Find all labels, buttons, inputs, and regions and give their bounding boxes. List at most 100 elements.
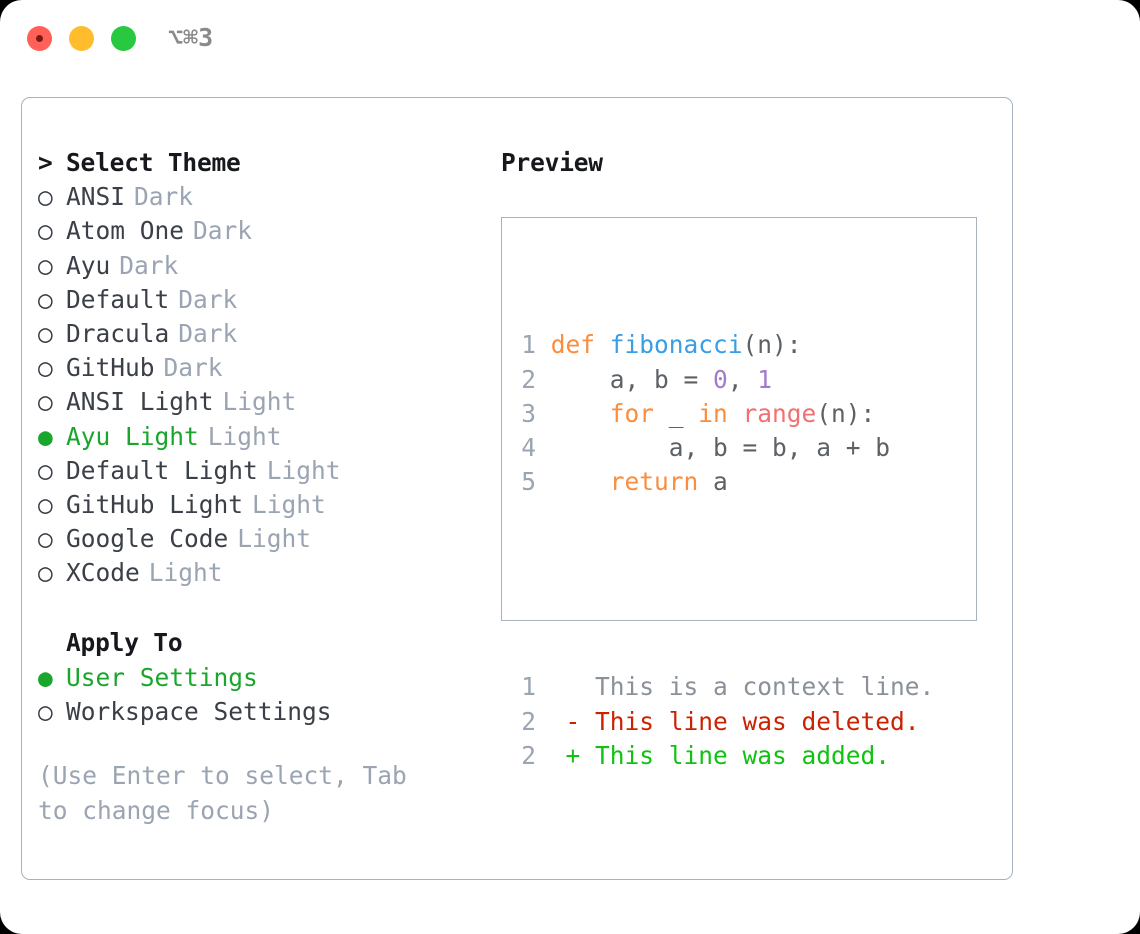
code-token bbox=[551, 467, 610, 496]
code-line-number: 5 bbox=[521, 467, 536, 497]
radio-unselected-icon[interactable]: ○ bbox=[38, 455, 53, 485]
code-token: def bbox=[550, 330, 610, 360]
theme-option-kind-badge: Light bbox=[222, 387, 297, 417]
radio-selected-icon[interactable]: ● bbox=[38, 421, 53, 451]
theme-option-github-light[interactable]: ○ GitHub Light Light bbox=[38, 488, 488, 522]
apply-to-heading: o Apply To bbox=[38, 626, 488, 660]
theme-option-kind-badge: Light bbox=[148, 558, 223, 588]
theme-option-ansi[interactable]: ○ ANSI Dark bbox=[38, 180, 488, 214]
theme-option-kind-badge: Dark bbox=[178, 284, 238, 314]
zoom-window-button[interactable] bbox=[111, 26, 136, 51]
theme-option-label: XCode bbox=[66, 558, 140, 588]
code-token: fibonacci bbox=[609, 330, 743, 360]
code-token bbox=[551, 399, 610, 428]
theme-option-kind-badge: Light bbox=[252, 489, 326, 519]
radio-unselected-icon[interactable]: ○ bbox=[38, 558, 53, 588]
code-diff-separator bbox=[519, 568, 934, 602]
code-line-number: 3 bbox=[521, 398, 536, 428]
theme-option-kind-badge: Light bbox=[266, 455, 341, 485]
radio-unselected-icon[interactable]: ○ bbox=[38, 216, 53, 246]
diff-line-number: 1 bbox=[521, 672, 536, 702]
theme-option-kind-badge: Light bbox=[207, 421, 282, 451]
title-bar: ⌥⌘3 bbox=[0, 0, 1140, 78]
radio-unselected-icon[interactable]: ○ bbox=[38, 284, 53, 314]
code-line: 2 a, b = 0, 1 bbox=[519, 363, 934, 397]
theme-option-ayu[interactable]: ○ Ayu Dark bbox=[38, 249, 488, 283]
apply-to-option-workspace-settings[interactable]: ○Workspace Settings bbox=[38, 695, 488, 729]
radio-unselected-icon[interactable]: ○ bbox=[38, 489, 53, 519]
preview-title: Preview bbox=[501, 148, 603, 177]
code-line-number: 2 bbox=[521, 364, 536, 394]
theme-option-label: GitHub Light bbox=[66, 489, 244, 519]
radio-unselected-icon[interactable]: ○ bbox=[38, 696, 53, 726]
diff-line: 2 - This line was deleted. bbox=[519, 705, 934, 739]
code-gutter-gap bbox=[536, 363, 551, 397]
theme-option-ayu-light[interactable]: ● Ayu Light Light bbox=[38, 420, 488, 454]
theme-option-label: Ayu bbox=[66, 250, 111, 280]
diff-line: 2 + This line was added. bbox=[519, 739, 934, 773]
code-token: a, b = bbox=[550, 364, 713, 394]
apply-to-title: Apply To bbox=[66, 628, 183, 658]
theme-option-kind-badge: Dark bbox=[119, 250, 179, 280]
theme-option-label: GitHub bbox=[66, 353, 155, 383]
diff-line-text: This is a context line. bbox=[536, 672, 935, 702]
code-token: , bbox=[727, 364, 758, 394]
radio-selected-icon[interactable]: ● bbox=[38, 662, 53, 692]
select-theme-title: Select Theme bbox=[66, 148, 241, 177]
theme-option-google-code[interactable]: ○ Google Code Light bbox=[38, 522, 488, 556]
preview-column: Preview 1 def fibonacci(n):2 a, b = 0, 1… bbox=[501, 146, 991, 770]
theme-option-github[interactable]: ○ GitHub Dark bbox=[38, 351, 488, 385]
keyboard-shortcut-label: ⌥⌘3 bbox=[168, 23, 214, 52]
code-token: in bbox=[698, 398, 728, 428]
theme-option-xcode[interactable]: ○ XCode Light bbox=[38, 556, 488, 590]
diff-line-number: 2 bbox=[521, 740, 536, 770]
code-token: _ bbox=[653, 398, 699, 428]
apply-to-option-user-settings[interactable]: ● User Settings bbox=[38, 661, 488, 695]
theme-option-label: Ayu Light bbox=[66, 421, 199, 451]
theme-option-kind-badge: Dark bbox=[193, 216, 253, 246]
diff-line-text: + This line was added. bbox=[536, 740, 891, 770]
diff-line-number: 2 bbox=[521, 706, 536, 736]
code-line: 5 return a bbox=[519, 465, 934, 499]
code-token: 0 bbox=[712, 364, 728, 394]
radio-unselected-icon[interactable]: ○ bbox=[38, 524, 53, 554]
close-window-button[interactable] bbox=[27, 26, 52, 51]
code-token: a bbox=[698, 467, 728, 497]
code-gutter-gap bbox=[536, 465, 551, 499]
radio-unselected-icon[interactable]: ○ bbox=[38, 182, 53, 212]
radio-unselected-icon[interactable]: ○ bbox=[38, 387, 53, 417]
radio-unselected-icon[interactable]: ○ bbox=[38, 250, 53, 280]
theme-option-label: Default bbox=[66, 284, 170, 314]
theme-option-kind-badge: Dark bbox=[134, 182, 194, 212]
radio-unselected-icon[interactable]: ○ bbox=[38, 353, 53, 383]
theme-option-kind-badge: Light bbox=[237, 524, 312, 554]
code-line-number: 4 bbox=[521, 432, 536, 462]
theme-option-default[interactable]: ○ Default Dark bbox=[38, 283, 488, 317]
diff-sample-block: 1 This is a context line.2 - This line w… bbox=[519, 670, 934, 773]
theme-option-label: ANSI bbox=[66, 182, 126, 212]
theme-option-label: Google Code bbox=[66, 524, 229, 554]
code-token: 1 bbox=[757, 364, 772, 394]
code-token: (n): bbox=[816, 398, 876, 428]
minimize-window-button[interactable] bbox=[69, 26, 94, 51]
apply-to-option-label: User Settings bbox=[66, 662, 258, 692]
apply-to-indent: o bbox=[38, 626, 66, 660]
code-token: for bbox=[609, 398, 654, 428]
focus-caret-icon: > bbox=[38, 148, 53, 177]
radio-unselected-icon[interactable]: ○ bbox=[38, 318, 53, 348]
code-token bbox=[728, 399, 743, 428]
code-line: 3 for _ in range(n): bbox=[519, 397, 934, 431]
apply-to-option-list: ● User Settings○Workspace Settings bbox=[38, 661, 488, 729]
theme-option-label: Dracula bbox=[66, 318, 170, 348]
code-token: (n): bbox=[742, 330, 802, 360]
theme-option-kind-badge: Dark bbox=[163, 353, 223, 383]
